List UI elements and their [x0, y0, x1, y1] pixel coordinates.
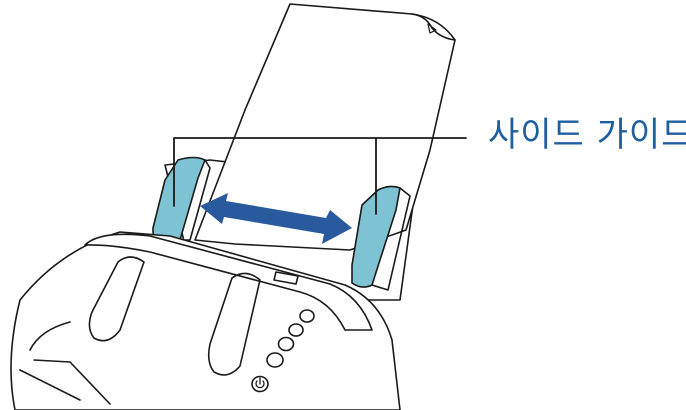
callout-label-side-guide: 사이드 가이드 — [488, 118, 686, 152]
